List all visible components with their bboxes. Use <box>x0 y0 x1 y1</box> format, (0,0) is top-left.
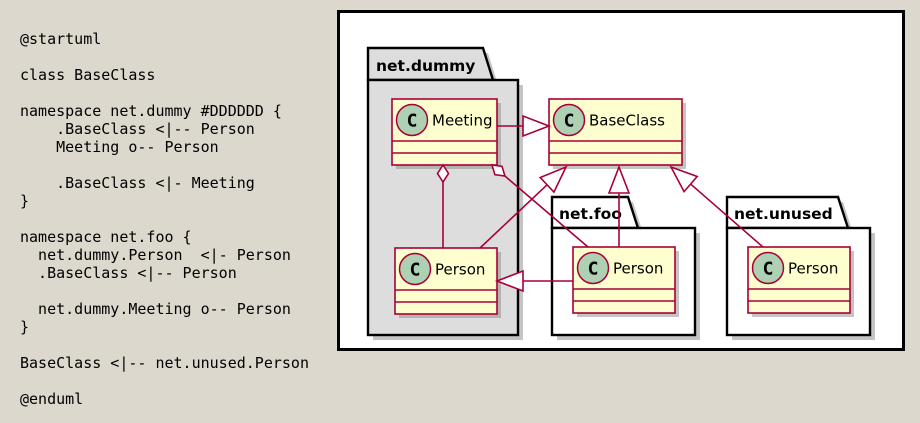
class-circle-icon <box>576 251 610 285</box>
extension-triangle-arrowhead <box>607 164 631 194</box>
class-circle-letter: C <box>763 259 774 280</box>
class-name: Person <box>613 260 663 278</box>
extension-triangle-arrowhead <box>538 165 568 194</box>
class-circle-letter: C <box>588 259 599 280</box>
edge-person-unused-extends-baseclass <box>669 165 764 248</box>
class-name: Person <box>435 261 485 279</box>
package-label: net.dummy <box>376 57 475 75</box>
uml-source-code: @startuml class BaseClass namespace net.… <box>20 30 309 408</box>
class-name: Person <box>788 260 838 278</box>
extension-triangle-arrowhead <box>522 114 552 138</box>
class-person-foo: C Person <box>572 246 679 317</box>
class-name: BaseClass <box>589 112 665 130</box>
package-label: net.foo <box>559 205 622 223</box>
class-person-unused: C Person <box>747 246 854 317</box>
class-person-dummy: C Person <box>394 247 501 318</box>
edge-person-foo-extends-baseclass <box>607 164 631 247</box>
edge-meeting-aggregates-person-dummy <box>436 163 450 248</box>
package-label: net.unused <box>734 205 833 223</box>
edge-person-dummy-extends-baseclass <box>479 165 568 249</box>
class-circle-icon <box>395 103 429 137</box>
class-meeting: C Meeting <box>391 98 501 169</box>
edge-person-foo-extends-person-dummy <box>494 269 573 293</box>
class-circle-letter: C <box>564 111 575 132</box>
extension-triangle-arrowhead <box>494 269 524 293</box>
class-circle-icon <box>552 103 586 137</box>
edge-line <box>690 183 764 248</box>
class-baseclass: C BaseClass <box>548 98 686 169</box>
class-circle-letter: C <box>410 260 421 281</box>
extension-triangle-arrowhead <box>669 165 699 194</box>
edge-meeting-extends-baseclass <box>497 114 552 138</box>
edge-meeting-aggregates-person-foo <box>490 164 589 248</box>
edge-line <box>504 175 589 248</box>
class-circle-letter: C <box>407 111 418 132</box>
class-circle-icon <box>751 251 785 285</box>
class-name: Meeting <box>432 112 492 130</box>
edge-line <box>479 184 548 249</box>
class-circle-icon <box>398 252 432 286</box>
